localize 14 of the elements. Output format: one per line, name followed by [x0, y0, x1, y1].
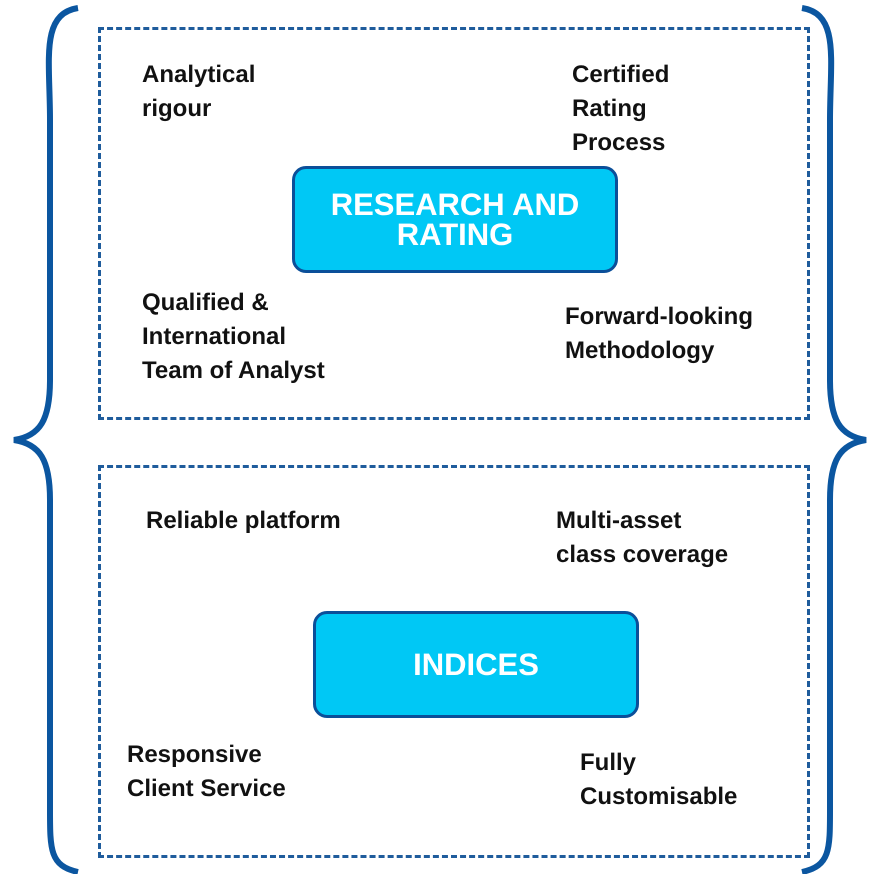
dashed-group-box [98, 27, 810, 420]
process-box [313, 611, 639, 718]
box-title: INDICES [413, 650, 539, 680]
feature-text: Multi-asset class coverage [556, 506, 730, 570]
feature-text: Fully Customisable [580, 748, 738, 812]
feature-text: Responsive Client Service [127, 740, 287, 804]
process-box [292, 166, 618, 273]
feature-text: Qualified & International Team of Analyst [142, 288, 326, 386]
feature-text: Forward-looking Methodology [565, 302, 754, 366]
dashed-group-box [98, 465, 810, 858]
feature-text: Certified Rating Process [572, 60, 670, 158]
feature-text: Reliable platform [146, 506, 342, 536]
box-title: RESEARCH AND RATING [330, 190, 580, 250]
feature-text: Analytical rigour [142, 60, 256, 124]
